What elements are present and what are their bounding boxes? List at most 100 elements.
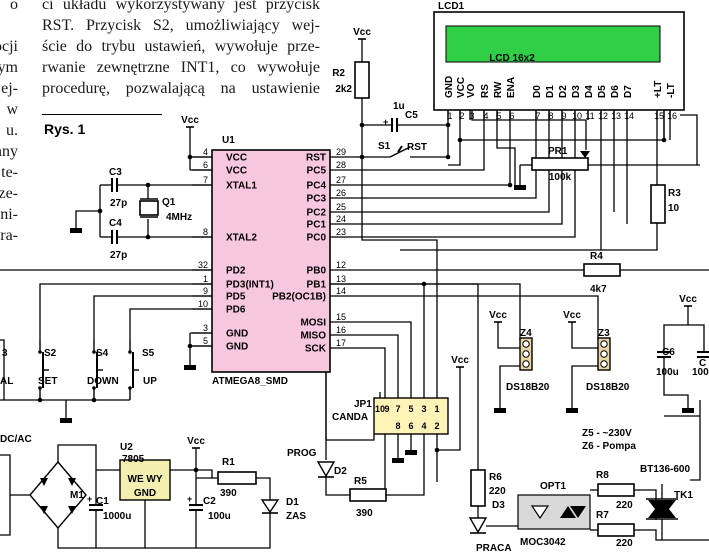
bridge-diode: [40, 506, 48, 514]
led-d1: [260, 499, 280, 514]
c4-value: 27p: [110, 250, 127, 261]
wire: [499, 365, 520, 408]
s5-ref: S5: [142, 348, 155, 359]
vcc-label: Vcc: [353, 27, 371, 38]
wire: [330, 334, 399, 398]
z4-ref: Z4: [520, 328, 532, 339]
junction-dot: [421, 281, 427, 287]
jp1-ref: JP1: [354, 399, 372, 410]
article-line: ście do trybu ustawień, wywołuje prze-: [42, 38, 320, 55]
junction-dot: [187, 154, 193, 160]
button-s4: [92, 386, 96, 390]
wire: [471, 110, 587, 150]
figure-label-rule: [42, 114, 162, 115]
wire: [39, 283, 212, 340]
u1-pin-number: 23: [336, 227, 346, 237]
u1-pin-name: PC2: [307, 208, 327, 219]
ground-symbol: [494, 408, 506, 413]
wire: [330, 110, 550, 213]
article-line: procedurę, pozwalającą na ustawienie: [42, 80, 320, 97]
lcd-pin-name: RW: [493, 81, 504, 98]
led-d3: [468, 517, 488, 534]
c1-ref: C1: [96, 496, 109, 507]
c3-ref: C3: [109, 167, 122, 178]
u2-pins: WE WY: [128, 474, 163, 485]
figure-label: Rys. 1: [44, 121, 86, 137]
opt1-part: MOC3042: [520, 537, 566, 548]
lcd-pin-name: GND: [444, 76, 455, 98]
potentiometer-pr1: [531, 157, 589, 171]
r5-value: 390: [356, 508, 373, 519]
c7-value: 100: [692, 367, 709, 378]
wire: [330, 110, 563, 225]
lcd-pin-name: -LT: [666, 83, 677, 98]
junction-dot: [145, 234, 151, 240]
wire: [330, 347, 386, 398]
u1-pin-name: MISO: [300, 331, 326, 342]
resistor-r5: [349, 488, 387, 502]
r4-value: 4k7: [590, 284, 607, 295]
crystal-q1: [139, 200, 159, 216]
s2-ref: S2: [44, 348, 57, 359]
u1-pin-name: GND: [226, 329, 248, 340]
lcd-pin-name: D0: [532, 85, 543, 98]
wire: [0, 495, 11, 536]
u1-pin-name: PC0: [307, 233, 327, 244]
jp1-label: CANDA: [332, 412, 368, 423]
junction-dot: [507, 182, 513, 188]
article-fragment: ze-: [0, 185, 18, 202]
article-fragment: ni-: [0, 206, 18, 223]
button-s2: [38, 386, 42, 390]
jp1-pin-number: 6: [408, 421, 413, 431]
jp1-pin-number: 7: [395, 404, 400, 414]
d1-ref: D1: [286, 497, 299, 508]
vcc-label: Vcc: [679, 294, 697, 305]
c1-value: 1000u: [103, 511, 131, 522]
s3-label-fragment: AL: [0, 376, 13, 387]
button-s4: [92, 350, 96, 354]
resistor-r8: [597, 483, 635, 497]
u1-pin-number: 6: [203, 160, 208, 170]
r6-ref: R6: [489, 472, 502, 483]
u1-pin-number: 13: [336, 274, 346, 284]
r1-ref: R1: [222, 457, 235, 468]
lcd-pin-name: D1: [545, 85, 556, 98]
u1-pin-number: 29: [336, 147, 346, 157]
u1-pin-name: VCC: [226, 153, 247, 164]
jp1-pin-number: 9: [384, 404, 389, 414]
lcd-pin-name: ENA: [506, 77, 517, 98]
wire: [256, 477, 271, 500]
c2-value: 100u: [208, 511, 231, 522]
lcd-pin-number: 5: [496, 111, 501, 121]
article-fragment: te-: [1, 164, 18, 181]
wire: [57, 528, 205, 549]
u1-pin-number: 8: [203, 227, 208, 237]
u1-pin-number: 4: [203, 147, 208, 157]
wire: [448, 140, 461, 166]
u1-pin-name: XTAL2: [226, 233, 257, 244]
s3-ref-fragment: 3: [2, 348, 8, 359]
ground-symbol: [70, 228, 82, 233]
note-z6: Z6 - Pompa: [582, 441, 636, 452]
lcd-screen: [445, 25, 661, 63]
wire: [330, 110, 537, 199]
lcd-pin-name: D6: [610, 85, 621, 98]
u1-pin-name: PD2: [226, 266, 246, 277]
s2-label: SET: [38, 376, 57, 387]
connector-jp1: [373, 397, 449, 435]
c3-value: 27p: [110, 198, 127, 209]
junction-dot: [457, 137, 463, 143]
jp1-pin-number: 10: [375, 404, 385, 414]
lcd-pin-number: 12: [598, 111, 608, 121]
r2-value: 2k2: [335, 84, 352, 95]
u1-pin-name: XTAL1: [226, 181, 257, 192]
d3-ref: D3: [492, 500, 505, 511]
u1-pin-number: 32: [198, 260, 208, 270]
wire: [0, 339, 5, 400]
jp1-pin-number: 3: [421, 404, 426, 414]
switch-s1: [389, 146, 411, 158]
lcd-pin-name: +LT: [653, 81, 664, 98]
